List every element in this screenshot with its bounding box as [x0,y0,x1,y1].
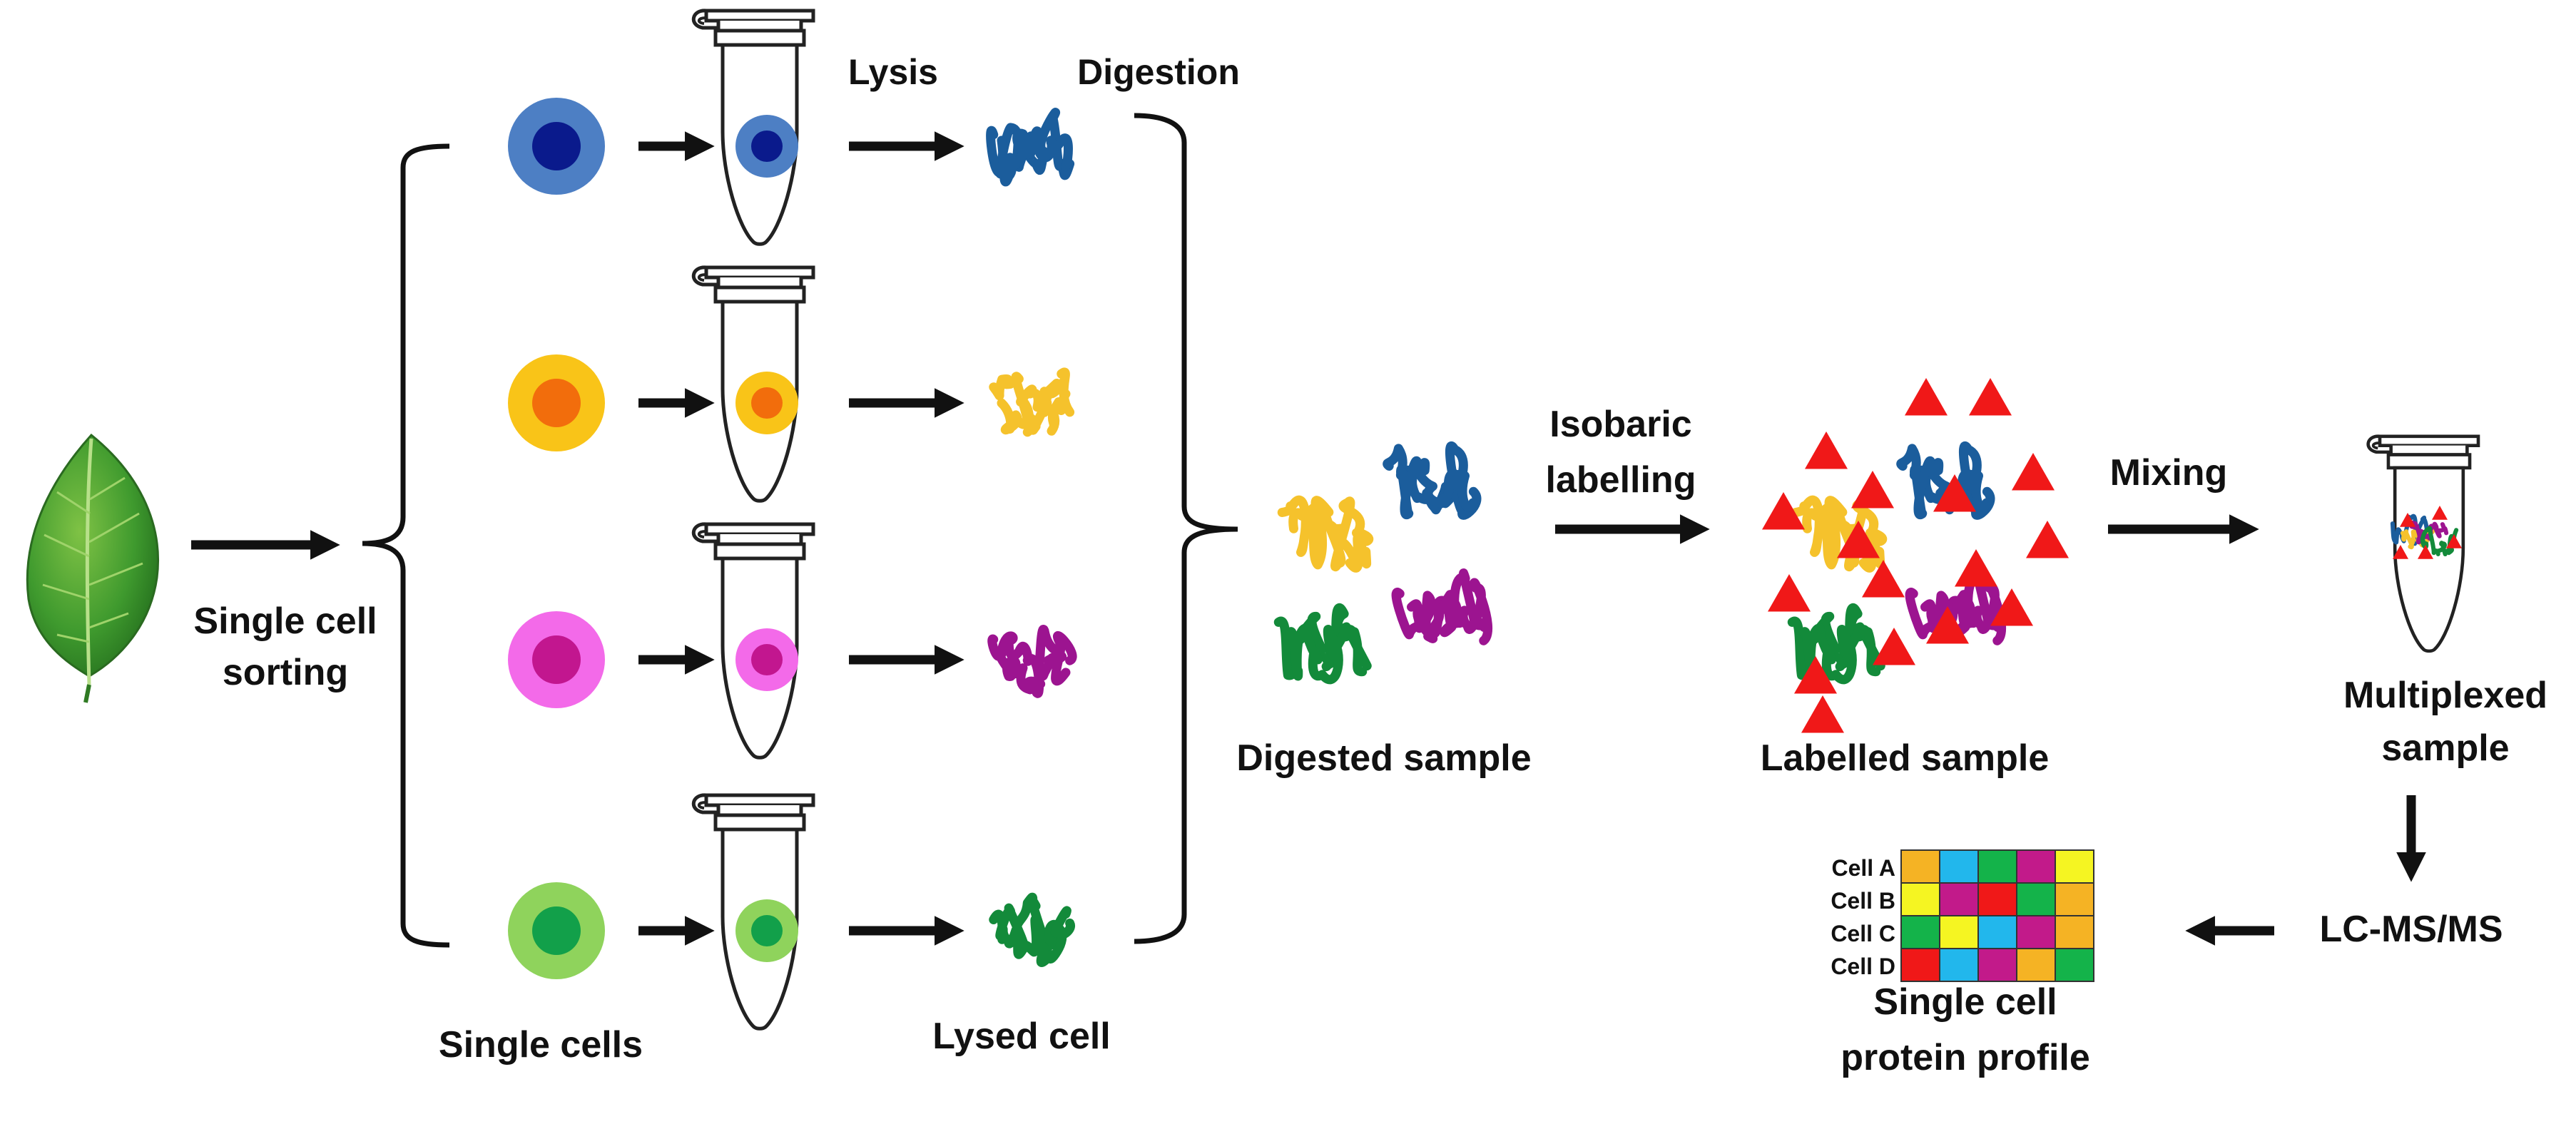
profile-cell-r4-c1 [1900,948,1940,982]
label-single-cells: Single cells [439,1024,643,1066]
lysed-peptide-b-yellow [997,384,1071,436]
digested-sample-cluster [1273,441,1492,685]
tube-cell-nucleus-yellow [751,387,783,419]
digested-peptide-b-blue [1396,456,1478,520]
profile-cell-r3-c2 [1939,915,1979,949]
label-lysed-cell: Lysed cell [932,1016,1111,1057]
profile-cell-r2-c5 [2055,882,2094,916]
label-isobaric-line2: labelling [1546,459,1696,501]
profile-row-label-2: Cell B [1831,888,1895,914]
mixed-tag-2 [2432,506,2448,520]
mixed-tag-3 [2418,545,2433,559]
isobaric-tag-16 [1926,606,1969,644]
profile-cell-r4-c4 [2016,948,2056,982]
mixed-peptides [2390,506,2462,559]
label-mixing: Mixing [2110,452,2228,494]
profile-cell-r3-c1 [1900,915,1940,949]
label-digestion: Digestion [1077,52,1240,92]
cell-rows [508,11,1077,1028]
isobaric-tag-17 [1801,695,1844,733]
label-sorting-line2: sorting [223,652,348,693]
left-bracket-lower [362,541,450,948]
cell-nucleus-green [532,906,581,955]
cell-row-pink [508,524,1077,757]
digested-peptide-b-pink [1407,578,1492,645]
profile-cell-r1-c2 [1939,849,1979,884]
profile-row-label-1: Cell A [1832,855,1896,881]
label-isobaric-line1: Isobaric [1549,404,1691,445]
labelled-peptide-b-pink [1920,578,2006,645]
mixed-peptide-green [2420,526,2459,556]
lysed-peptide-b-green [997,906,1071,967]
isobaric-tag-9 [1837,521,1880,558]
lysed-peptide-b-blue [997,126,1073,187]
tube-cell-nucleus-pink [751,644,783,675]
label-profile-line2: protein profile [1841,1037,2090,1078]
profile-cell-r4-c2 [1939,948,1979,982]
profile-cell-r1-c3 [1977,849,2017,884]
tube-cell-nucleus-blue [751,131,783,162]
tube-cell-nucleus-green [751,915,783,946]
isobaric-tag-13 [1990,588,2033,626]
isobaric-tag-4 [2012,453,2055,491]
lysed-peptide-pink [987,624,1077,698]
profile-cell-r2-c3 [1977,882,2017,916]
labelled-sample-cluster [1762,378,2069,733]
label-digested-sample: Digested sample [1236,737,1531,779]
isobaric-tag-7 [1933,474,1976,512]
digested-peptide-b-yellow [1288,504,1372,573]
label-profile-line1: Single cell [1873,981,2057,1023]
profile-cell-r2-c2 [1939,882,1979,916]
cell-nucleus-pink [532,635,581,684]
label-multiplexed-line2: sample [2381,727,2509,769]
isobaric-tag-2 [1969,378,2012,416]
cell-row-blue [508,11,1075,244]
cell-row-green [508,795,1075,1028]
isobaric-tag-1 [1905,378,1948,416]
profile-cell-r3-c4 [2016,915,2056,949]
profile-cell-r1-c4 [2016,849,2056,884]
isobaric-tag-10 [1768,574,1811,612]
profile-cell-r1-c5 [2055,849,2094,884]
profile-cell-r3-c3 [1977,915,2017,949]
isobaric-tag-5 [1762,492,1805,530]
cell-nucleus-blue [532,122,581,170]
isobaric-tag-12 [1955,549,1997,587]
profile-row-label-3: Cell C [1831,921,1895,946]
isobaric-tag-15 [1873,628,1915,665]
profile-cell-r2-c4 [2016,882,2056,916]
right-bracket-upper [1134,113,1238,532]
digested-peptide-b-green [1286,622,1368,685]
isobaric-tag-8 [2026,521,2069,558]
mixed-tag-1 [2400,513,2415,527]
profile-cell-r3-c5 [2055,915,2094,949]
profile-cell-r4-c5 [2055,948,2094,982]
mixed-tag-4 [2446,534,2462,548]
protein-profile-grid: Cell A Cell B Cell C Cell D [1831,849,2094,982]
isobaric-tag-14 [1794,656,1837,694]
left-bracket-upper [362,143,450,546]
isobaric-tag-6 [1851,471,1894,509]
isobaric-tag-11 [1862,560,1905,598]
right-bracket-lower [1134,526,1238,944]
lysed-peptide-b-pink [996,649,1071,695]
mixed-tag-5 [2393,545,2408,559]
label-lysis: Lysis [848,52,938,92]
profile-row-label-4: Cell D [1831,954,1895,979]
label-labelled-sample: Labelled sample [1761,737,2050,779]
cell-nucleus-yellow [532,379,581,427]
label-lcms: LC-MS/MS [2319,909,2503,950]
isobaric-tag-3 [1805,431,1848,469]
profile-cell-r4-c3 [1977,948,2017,982]
leaf-icon [26,433,159,703]
label-sorting-line1: Single cell [193,601,377,642]
label-multiplexed-line1: Multiplexed [2343,675,2547,716]
profile-cell-r1-c1 [1900,849,1940,884]
cell-row-yellow [508,267,1075,501]
profile-cell-r2-c1 [1900,882,1940,916]
